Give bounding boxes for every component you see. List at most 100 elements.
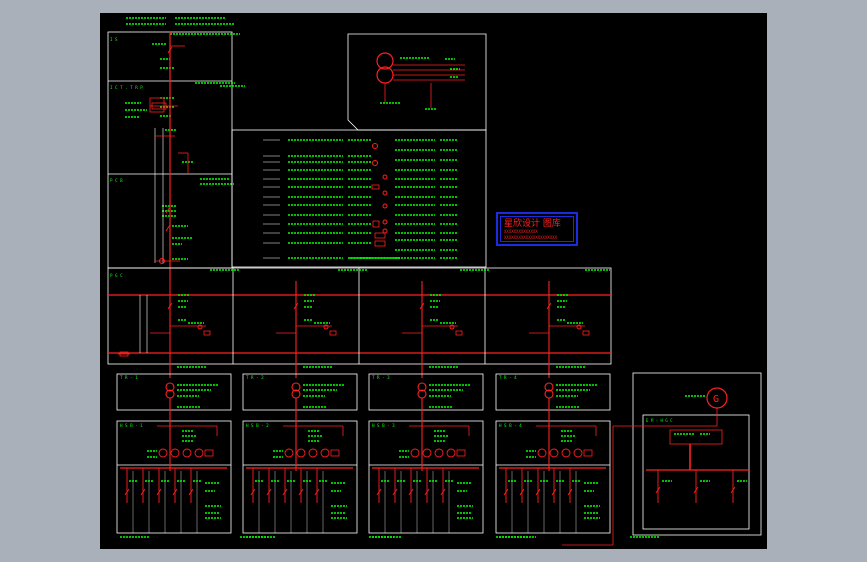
board-label: H S B - 1 [120, 423, 143, 428]
transformer-detail-frame [347, 33, 487, 131]
board-label: H S B - 4 [499, 423, 522, 428]
breaker-icon [730, 486, 736, 494]
breaker-icon [376, 488, 382, 496]
generator-panel [632, 372, 762, 536]
breaker-icon [167, 46, 173, 54]
breaker-icon [124, 488, 130, 496]
legend-symbol [382, 228, 388, 234]
legend-symbol [372, 160, 378, 166]
breaker-icon [655, 486, 661, 494]
transformer-label: T R - 2 [246, 375, 264, 380]
board-label: E P - H G C [646, 418, 673, 423]
breaker-icon [167, 302, 173, 310]
meter-icon [158, 448, 168, 458]
legend-symbol [382, 190, 388, 196]
meter-icon [284, 448, 294, 458]
hsb-board-3 [368, 420, 484, 534]
panel-label: I S [110, 37, 118, 42]
panel-label: P C B [110, 178, 123, 183]
ats-block [669, 429, 723, 445]
legend-symbol [374, 240, 386, 247]
transformer-label: T R - 4 [499, 375, 517, 380]
transformer-icon [291, 382, 301, 392]
meter [582, 330, 590, 336]
breaker-icon [165, 224, 171, 232]
breaker-icon [172, 488, 178, 496]
breaker-icon [408, 488, 414, 496]
stamp-icon: 星欣设计 图库 XXXXXXXXXXXXXX XXXXXXXXXXXXXXXXX… [496, 212, 578, 246]
node [449, 324, 455, 330]
meter-icon [170, 448, 180, 458]
transformer-icon [165, 382, 175, 392]
breaker-icon [140, 488, 146, 496]
panel-label: I C T . T R P [110, 85, 143, 90]
legend-symbol [382, 203, 388, 209]
meter [330, 449, 340, 457]
transformer-box-2 [242, 373, 358, 411]
meter-icon [434, 448, 444, 458]
hsb-board-4 [495, 420, 611, 534]
meter [119, 351, 129, 357]
breaker-icon [567, 488, 573, 496]
node [197, 324, 203, 330]
meter-icon [182, 448, 192, 458]
breaker-icon [440, 488, 446, 496]
breaker-icon [298, 488, 304, 496]
meter-icon [561, 448, 571, 458]
transformer-box-1 [116, 373, 232, 411]
breaker-icon [266, 488, 272, 496]
legend-table [231, 129, 487, 268]
breaker-icon [535, 488, 541, 496]
node [323, 324, 329, 330]
transformer-box-4 [495, 373, 611, 411]
breaker-icon [165, 206, 171, 214]
pgc-panel [107, 267, 612, 365]
legend-symbol [372, 220, 380, 228]
board-label: H S B - 2 [246, 423, 269, 428]
breaker-icon [546, 302, 552, 310]
breaker-icon [282, 488, 288, 496]
meter-icon [446, 448, 456, 458]
meter-icon [549, 448, 559, 458]
hsb-board-1 [116, 420, 232, 534]
ct-block [149, 97, 165, 113]
meter-icon [296, 448, 306, 458]
meter-icon [573, 448, 583, 458]
legend-symbol [374, 232, 386, 239]
transformer-box-3 [368, 373, 484, 411]
meter-icon [410, 448, 420, 458]
transformer-icon [376, 52, 394, 70]
meter [455, 330, 463, 336]
meter [583, 449, 593, 457]
meter-icon [194, 448, 204, 458]
ep-hgc-board [642, 414, 750, 530]
stamp-border [500, 216, 574, 242]
transformer-label: T R - 3 [372, 375, 390, 380]
stamp-title: 星欣设计 图库 [504, 219, 561, 229]
stamp-line-2: XXXXXXXXXXXXXXXXXXXXXX [504, 235, 557, 240]
meter-icon [320, 448, 330, 458]
transformer-icon [417, 382, 427, 392]
breaker-icon [392, 488, 398, 496]
hsb-board-2 [242, 420, 358, 534]
generator-symbol: G [713, 394, 719, 405]
breaker-icon [503, 488, 509, 496]
transformer-icon [544, 382, 554, 392]
breaker-icon [314, 488, 320, 496]
breaker-icon [156, 488, 162, 496]
node [576, 324, 582, 330]
stamp-line-1: XXXXXXXXXXXXXX [504, 229, 538, 234]
transformer-label: T R - 1 [120, 375, 138, 380]
breaker-icon [419, 302, 425, 310]
breaker-icon [519, 488, 525, 496]
legend-symbol [382, 174, 388, 180]
breaker-icon [693, 486, 699, 494]
breaker-icon [551, 488, 557, 496]
breaker-icon [250, 488, 256, 496]
breaker-icon [424, 488, 430, 496]
legend-symbol [372, 143, 378, 149]
legend-symbol [371, 184, 380, 190]
board-label: H S B - 3 [372, 423, 395, 428]
